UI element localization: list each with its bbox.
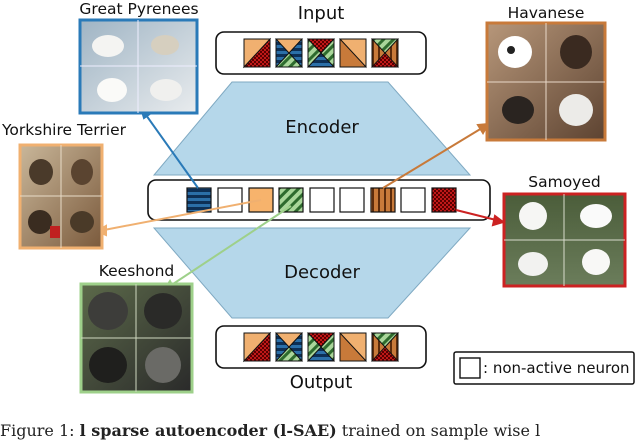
neuron-samoyed — [431, 187, 457, 213]
output-tiles — [242, 331, 400, 363]
neuron-keeshond — [278, 187, 304, 213]
output-tile — [242, 331, 272, 363]
neuron-great-pyrenees — [186, 187, 212, 213]
output-tile — [338, 332, 367, 363]
neuron-inactive — [309, 187, 335, 213]
great-pyrenees-label: Great Pyrenees — [79, 0, 199, 18]
connector-samoyed — [455, 209, 497, 221]
encoder-label: Encoder — [285, 117, 359, 138]
diagram-svg — [18, 18, 635, 394]
output-tile — [274, 332, 304, 362]
latent-neurons — [186, 187, 457, 213]
legend-inactive-neuron-swatch — [459, 357, 481, 379]
samoyed-label: Samoyed — [528, 173, 601, 191]
collage-great-pyrenees — [78, 18, 199, 115]
encoder-block — [152, 81, 472, 176]
output-label: Output — [289, 372, 353, 393]
yorkshire-terrier-label: Yorkshire Terrier — [2, 121, 126, 139]
havanese-label: Havanese — [507, 4, 585, 22]
decoder-block — [152, 227, 472, 319]
neuron-inactive — [400, 187, 426, 213]
collage-yorkshire-terrier — [18, 143, 104, 250]
input-tile — [338, 38, 367, 69]
input-tile — [306, 38, 336, 68]
output-tile — [306, 332, 336, 362]
output-tile — [370, 332, 400, 362]
connector-great-pyrenees — [145, 114, 199, 189]
collage-samoyed — [502, 192, 627, 288]
input-tile — [370, 38, 400, 68]
decoder-label: Decoder — [284, 262, 360, 283]
connector-keeshond — [169, 205, 292, 287]
legend-text: : non-active neuron — [483, 359, 630, 377]
connector-yorkshire-terrier — [103, 199, 262, 231]
input-tiles — [242, 37, 400, 69]
connector-havanese — [382, 127, 483, 189]
neuron-havanese — [370, 187, 396, 213]
legend-frame — [453, 351, 635, 385]
neuron-inactive — [339, 187, 365, 213]
input-label: Input — [297, 3, 345, 24]
connectors — [94, 106, 506, 292]
input-tile — [242, 37, 272, 69]
collage-keeshond — [79, 282, 194, 394]
keeshond-label: Keeshond — [98, 262, 175, 280]
collage-havanese — [485, 21, 607, 142]
arrowhead-samoyed — [491, 214, 506, 227]
input-tile — [274, 38, 304, 68]
